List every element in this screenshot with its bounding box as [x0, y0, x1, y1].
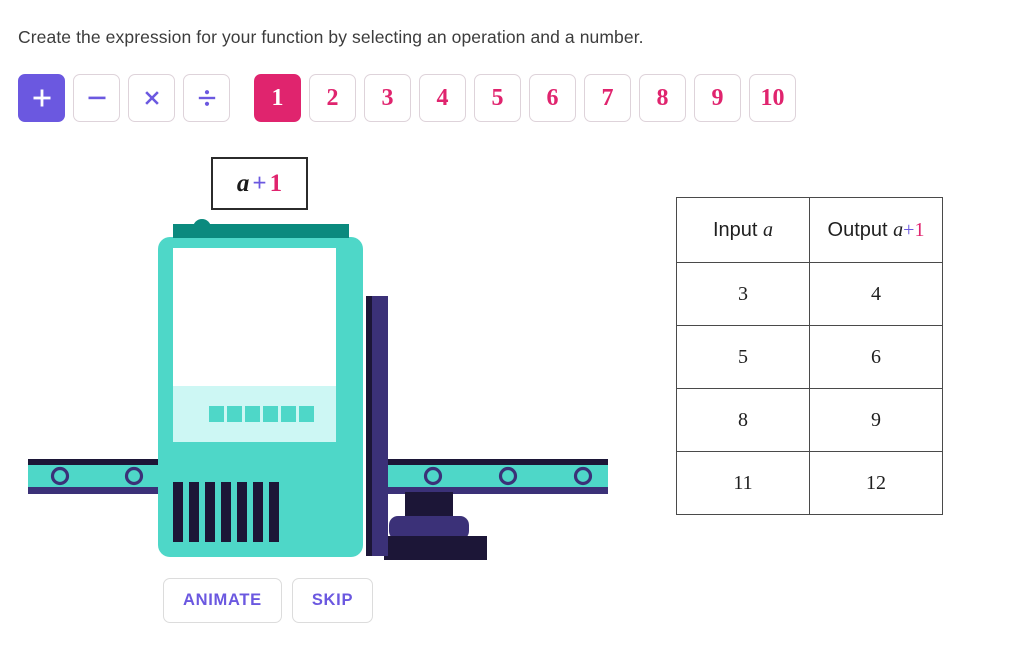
machine-screen	[173, 248, 336, 386]
table-row: 11 12	[676, 451, 943, 515]
expression-operator: +	[252, 169, 267, 197]
action-bar: ANIMATE SKIP	[163, 578, 374, 623]
divide-icon	[198, 90, 215, 106]
machine-vent-bars	[173, 482, 279, 542]
conveyor-roller	[423, 466, 443, 486]
table-row: 8 9	[676, 388, 943, 452]
header-output-label: Output	[827, 218, 888, 241]
operation-button-divide[interactable]	[183, 74, 230, 122]
minus-icon	[88, 96, 105, 100]
number-button-6[interactable]: 6	[529, 74, 576, 122]
table-cell-input: 5	[676, 325, 810, 389]
number-button-7[interactable]: 7	[584, 74, 631, 122]
selector-bar: 1 2 3 4 5 6 7 8 9 10	[18, 74, 796, 122]
number-button-2[interactable]: 2	[309, 74, 356, 122]
conveyor-roller	[50, 466, 70, 486]
header-input-label: Input	[712, 218, 758, 241]
table-cell-input: 8	[676, 388, 810, 452]
number-button-5[interactable]: 5	[474, 74, 521, 122]
input-output-table: Input a Output a+1 3 4 5 6 8 9 11 12	[676, 197, 943, 515]
operation-button-multiply[interactable]	[128, 74, 175, 122]
conveyor-roller	[498, 466, 518, 486]
page-title: Create the expression for your function …	[18, 27, 644, 47]
number-button-1[interactable]: 1	[254, 74, 301, 122]
conveyor-roller	[573, 466, 593, 486]
number-button-4[interactable]: 4	[419, 74, 466, 122]
table-cell-output: 6	[809, 325, 943, 389]
table-cell-input: 11	[676, 451, 810, 515]
machine-top-bar	[173, 219, 349, 238]
operation-button-plus[interactable]	[18, 74, 65, 122]
plus-icon	[33, 89, 50, 107]
table-row: 5 6	[676, 325, 943, 389]
animate-button[interactable]: ANIMATE	[163, 578, 282, 623]
table-header-row: Input a Output a+1	[676, 197, 943, 263]
header-output-op: +	[903, 218, 915, 241]
table-row: 3 4	[676, 262, 943, 326]
skip-button[interactable]: SKIP	[291, 578, 374, 623]
number-button-10[interactable]: 10	[749, 74, 796, 122]
table-header-input: Input a	[676, 197, 810, 263]
table-cell-input: 3	[676, 262, 810, 326]
expression-variable: a	[236, 169, 250, 197]
multiply-icon	[144, 91, 159, 105]
table-cell-output: 4	[809, 262, 943, 326]
operation-button-minus[interactable]	[73, 74, 120, 122]
number-button-9[interactable]: 9	[694, 74, 741, 122]
table-cell-output: 12	[809, 451, 943, 515]
expression-number: 1	[269, 169, 283, 197]
machine-side-column	[366, 296, 388, 556]
number-button-3[interactable]: 3	[364, 74, 411, 122]
number-button-8[interactable]: 8	[639, 74, 686, 122]
machine-body	[158, 237, 363, 557]
machine-svg	[28, 219, 608, 560]
function-machine-illustration	[0, 210, 620, 570]
table-header-output: Output a+1	[809, 197, 943, 263]
machine-progress-ticks	[209, 406, 314, 422]
header-input-var: a	[763, 218, 774, 241]
machine-pedestal	[384, 492, 487, 560]
conveyor-belt-right	[378, 459, 608, 494]
header-output-var: a	[893, 218, 904, 241]
conveyor-roller	[124, 466, 144, 486]
expression-display: a + 1	[211, 157, 308, 210]
table-cell-output: 9	[809, 388, 943, 452]
header-output-num: 1	[914, 218, 925, 241]
